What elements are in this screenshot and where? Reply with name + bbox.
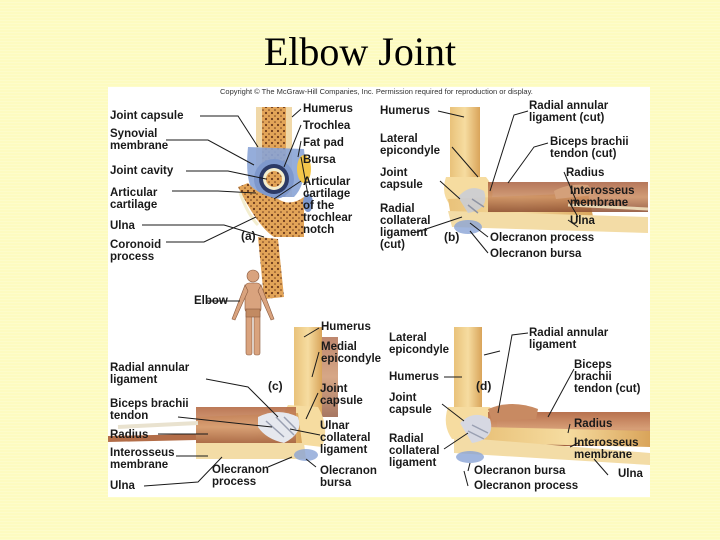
label-a-joint-capsule: Joint capsule [110, 110, 184, 122]
label-d-radius: Radius [574, 418, 613, 430]
label-c-ulnar-collateral-ligament: Ulnar collateral ligament [320, 420, 371, 456]
label-c-radius: Radius [110, 429, 149, 441]
label-c-olecranon-process: Olecranon process [212, 464, 269, 488]
slide-title: Elbow Joint [263, 29, 457, 74]
label-c-radial-annular-ligament: Radial annular ligament [110, 362, 190, 386]
panel-c-tag: (c) [268, 379, 283, 393]
label-a-ulna: Ulna [110, 220, 135, 232]
elbow-joint-figure: Copyright © The McGraw-Hill Companies, I… [108, 87, 650, 497]
label-c-olecranon-bursa: Olecranon bursa [320, 465, 377, 489]
label-d-lateral-epicondyle: Lateral epicondyle [389, 332, 450, 356]
label-d-biceps-brachii-tendon: Biceps brachii tendon (cut) [574, 359, 641, 395]
leader-lines [142, 108, 609, 487]
label-c-joint-capsule: Joint capsule [320, 383, 363, 407]
label-a-articular-cartilage: Articular cartilage [110, 187, 158, 211]
label-b-humerus: Humerus [380, 105, 430, 117]
label-a-humerus: Humerus [303, 103, 353, 115]
panel-d-arm [445, 327, 650, 465]
label-c-ulna: Ulna [110, 480, 135, 492]
label-d-ulna: Ulna [618, 468, 643, 480]
label-b-olecranon-bursa: Olecranon bursa [490, 248, 582, 260]
label-b-ulna: Ulna [570, 215, 595, 227]
label-a-trochlea: Trochlea [303, 120, 351, 132]
label-a-articular-cartilage-trochlear: Articular cartilage of the trochlear not… [303, 176, 353, 236]
label-b-interosseus-membrane: Interosseus membrane [570, 185, 635, 209]
label-a-bursa: Bursa [303, 154, 336, 166]
label-a-fat-pad: Fat pad [303, 137, 344, 149]
label-a-coronoid-process: Coronoid process [110, 239, 162, 263]
label-d-interosseus-membrane: Interosseus membrane [574, 437, 639, 461]
label-c-interosseus-membrane: Interosseus membrane [110, 447, 175, 471]
panel-d-tag: (d) [476, 379, 492, 393]
label-b-lateral-epicondyle: Lateral epicondyle [380, 133, 441, 157]
label-d-joint-capsule: Joint capsule [389, 392, 432, 416]
label-d-olecranon-process: Olecranon process [474, 480, 579, 492]
copyright-credit: Copyright © The McGraw-Hill Companies, I… [220, 87, 533, 96]
label-b-olecranon-process: Olecranon process [490, 232, 595, 244]
label-d-olecranon-bursa: Olecranon bursa [474, 465, 566, 477]
label-b-radial-collateral-ligament: Radial collateral ligament (cut) [380, 203, 431, 251]
label-b-radius: Radius [566, 167, 605, 179]
label-d-humerus: Humerus [389, 371, 439, 383]
panel-a-tag: (a) [241, 229, 256, 243]
panel-b-arm [444, 107, 649, 234]
panel-a-section [238, 107, 313, 299]
label-d-radial-annular-ligament: Radial annular ligament [529, 327, 609, 351]
label-d-radial-collateral-ligament: Radial collateral ligament [389, 433, 440, 469]
label-elbow: Elbow [194, 295, 228, 307]
label-c-humerus: Humerus [321, 321, 371, 333]
label-a-joint-cavity: Joint cavity [110, 165, 174, 177]
label-b-biceps-brachii-tendon: Biceps brachii tendon (cut) [550, 136, 629, 160]
anatomy-illustration [108, 107, 650, 487]
label-a-synovial-membrane: Synovial membrane [110, 128, 169, 152]
panel-b-tag: (b) [444, 230, 460, 244]
label-c-biceps-brachii-tendon: Biceps brachii tendon [110, 398, 189, 422]
label-c-medial-epicondyle: Medial epicondyle [321, 341, 382, 365]
label-b-radial-annular-ligament: Radial annular ligament (cut) [529, 100, 609, 124]
body-figure [231, 269, 275, 356]
label-b-joint-capsule: Joint capsule [380, 167, 423, 191]
